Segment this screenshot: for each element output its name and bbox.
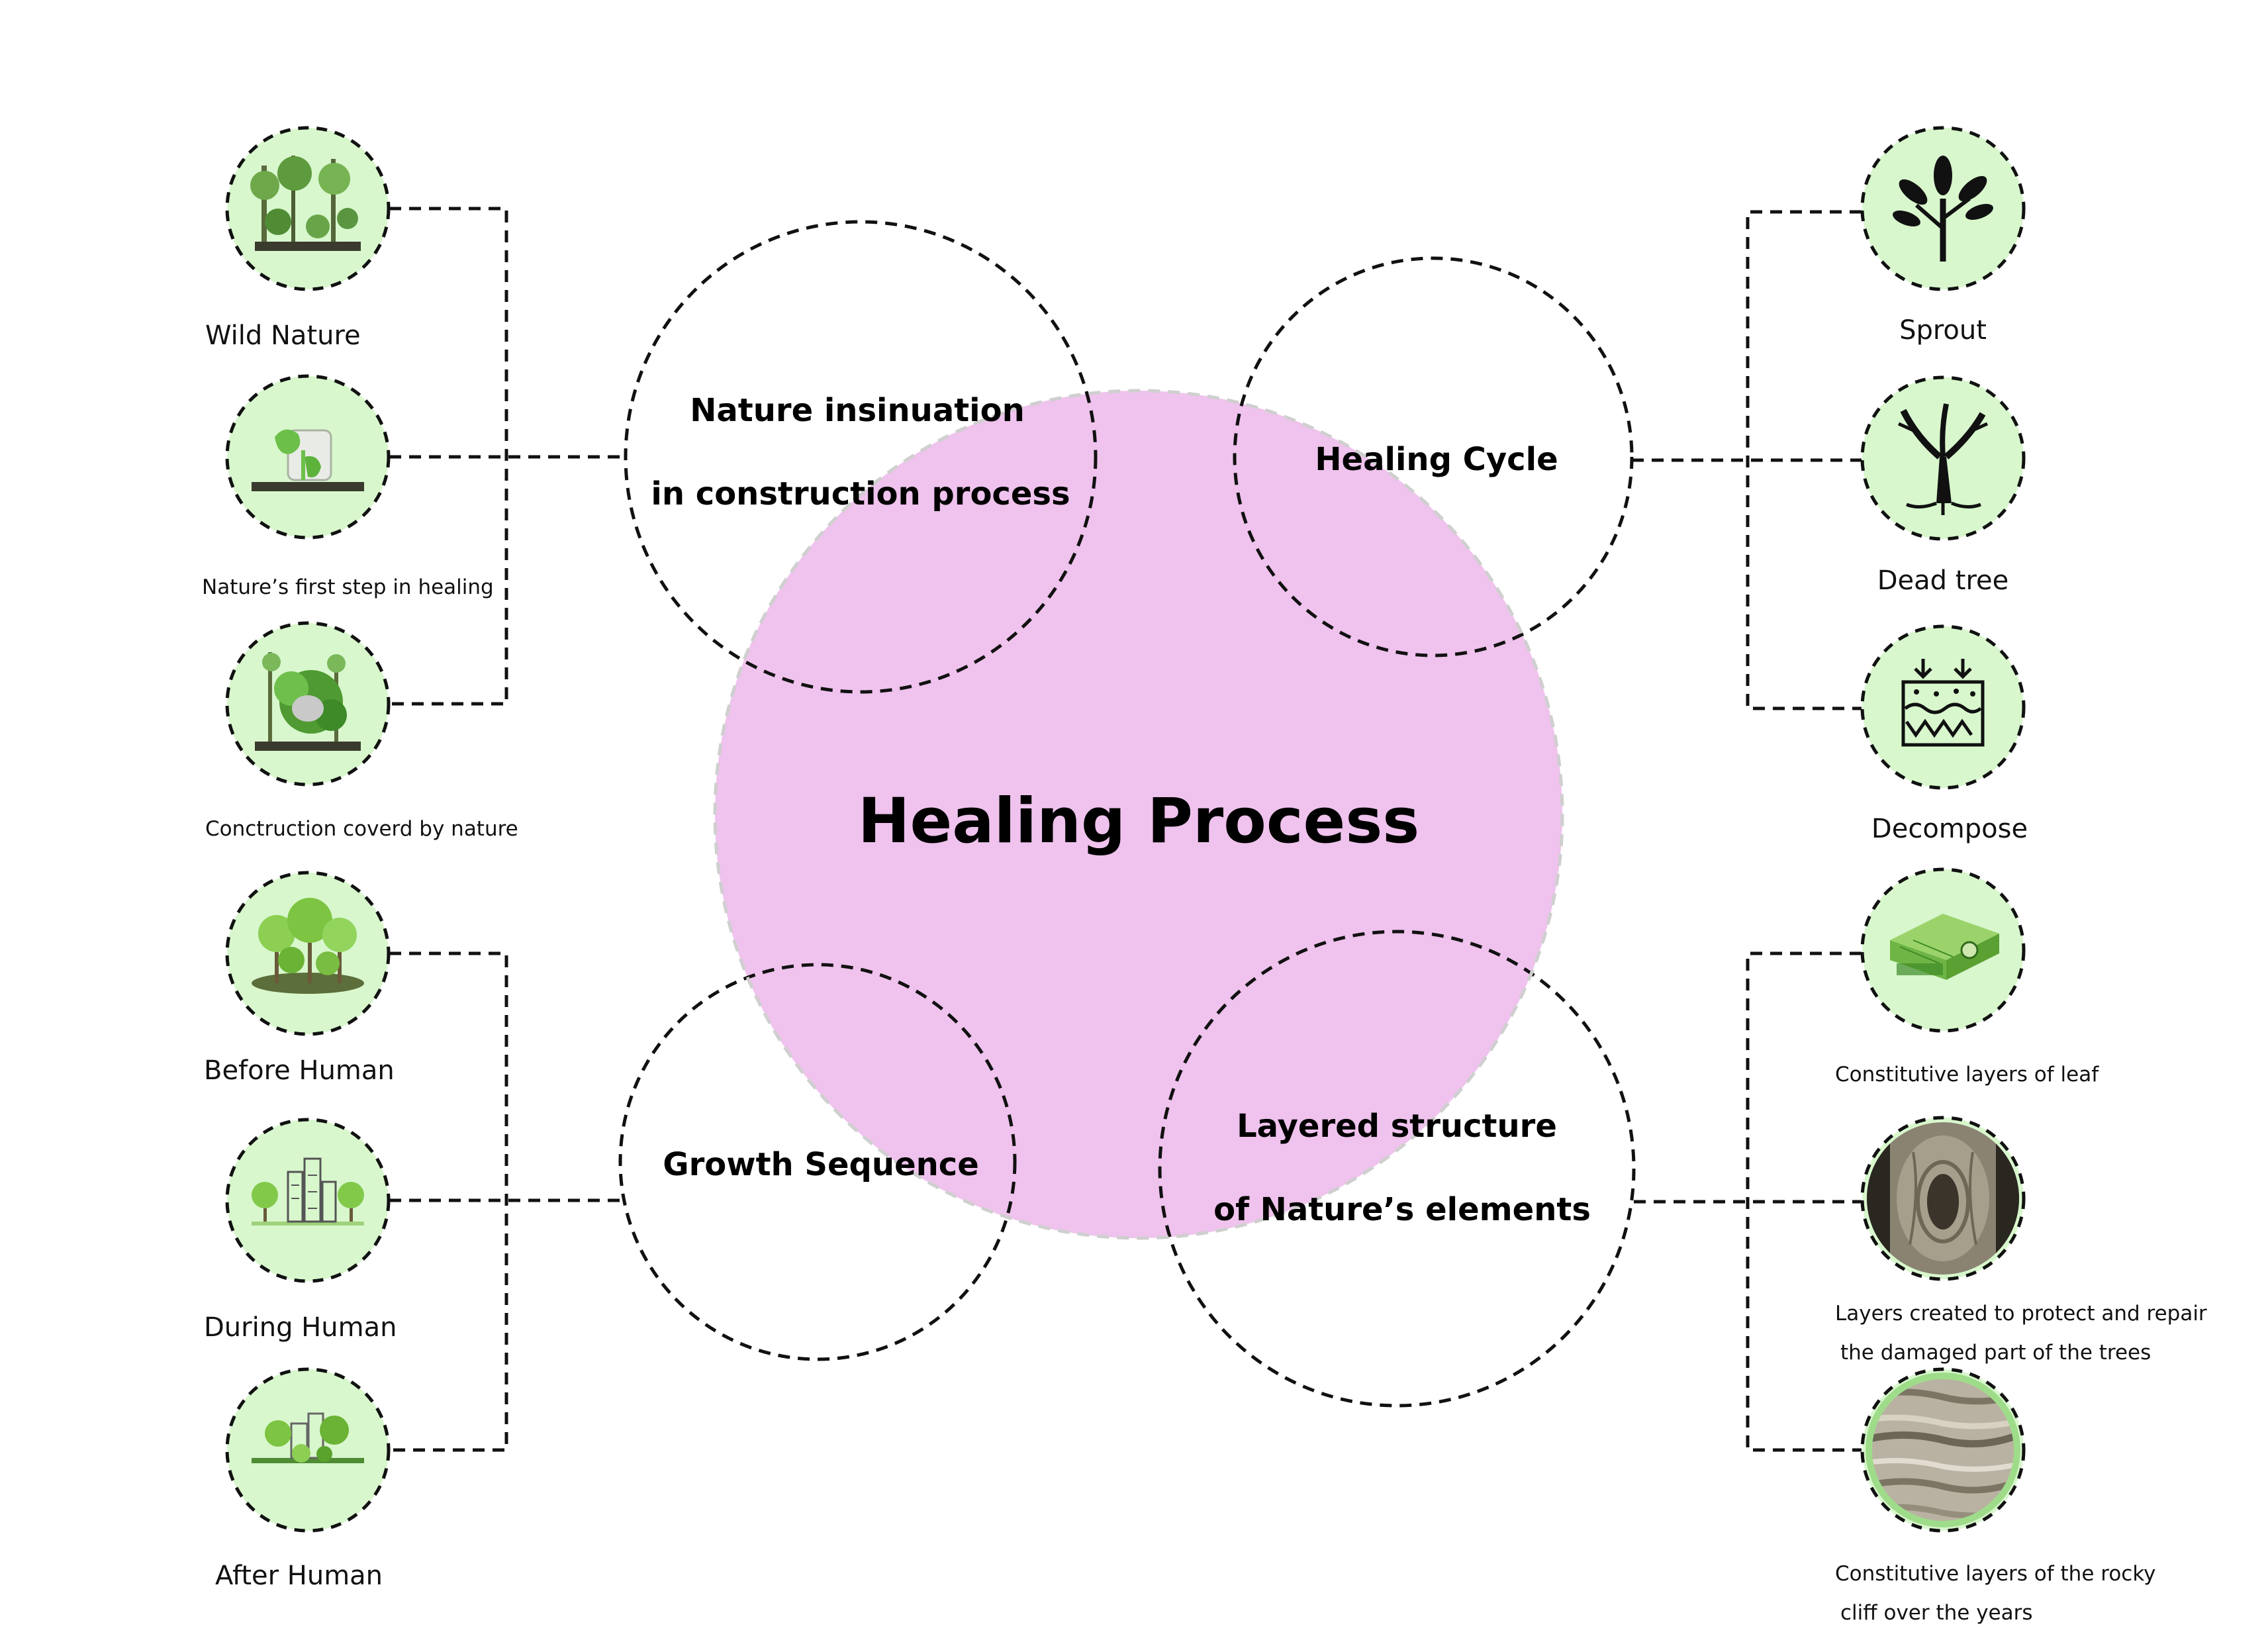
node-leaf-layers <box>1860 867 2026 1033</box>
node-rock-layers <box>1860 1367 2026 1533</box>
leaf-cross-section-icon <box>1890 914 1999 980</box>
wild-nature-label: Wild Nature <box>205 320 361 351</box>
first-step-label: Nature’s first step in healing <box>202 575 494 599</box>
wild-nature-photo-icon <box>250 156 361 251</box>
category-growth-sequence <box>618 963 1017 1361</box>
right-top-connectors <box>1632 210 1862 710</box>
nature-insinuation-label-line2: in construction process <box>651 475 1070 512</box>
node-construction-covered <box>225 621 391 787</box>
category-healing-cycle <box>1233 256 1634 657</box>
leaf-layers-label: Constitutive layers of leaf <box>1835 1063 2099 1087</box>
node-first-step-healing <box>225 374 391 540</box>
node-dead-tree <box>1860 375 2026 541</box>
node-wild-nature <box>225 126 391 291</box>
node-after-human <box>225 1367 391 1533</box>
node-during-human <box>225 1118 391 1283</box>
after-human-ruins-icon <box>252 1412 364 1463</box>
dead-tree-label: Dead tree <box>1877 565 2009 596</box>
decompose-soil-icon <box>1901 659 1985 747</box>
center-title: Healing Process <box>858 785 1419 857</box>
construction-covered-label: Conctruction coverd by nature <box>205 817 518 841</box>
decompose-label: Decompose <box>1871 814 2028 844</box>
left-bottom-connectors <box>389 951 620 1452</box>
left-top-connectors <box>389 207 626 706</box>
rock-layers-label-line2: cliff over the years <box>1840 1601 2033 1625</box>
center-circle-outline <box>713 389 1564 1240</box>
after-human-label: After Human <box>215 1561 383 1591</box>
healing-cycle-label: Healing Cycle <box>1315 441 1558 478</box>
layered-structure-label-line1: Layered structure <box>1237 1108 1557 1145</box>
category-layered-structure <box>1158 930 1636 1408</box>
tree-layers-label-line2: the damaged part of the trees <box>1840 1341 2151 1365</box>
node-tree-layers <box>1860 1116 2026 1281</box>
growth-sequence-label: Growth Sequence <box>663 1146 979 1183</box>
construction-covered-photo-icon <box>255 652 361 751</box>
during-human-label: During Human <box>204 1312 397 1343</box>
before-human-label: Before Human <box>204 1055 395 1086</box>
rock-layers-label-line1: Constitutive layers of the rocky <box>1835 1562 2156 1586</box>
center-circle <box>715 391 1562 1238</box>
node-before-human <box>225 871 391 1036</box>
during-human-city-icon <box>252 1157 364 1226</box>
category-nature-insinuation <box>624 220 1098 694</box>
node-decompose <box>1860 624 2026 790</box>
right-bottom-connectors <box>1634 951 1862 1452</box>
first-step-healing-photo-icon <box>252 429 364 491</box>
node-sprout <box>1860 126 2026 291</box>
tree-layers-label-line1: Layers created to protect and repair <box>1835 1302 2207 1326</box>
sprout-tree-icon <box>1893 156 1993 262</box>
nature-insinuation-label-line1: Nature insinuation <box>690 392 1025 429</box>
layered-structure-label-line2: of Nature’s elements <box>1213 1191 1591 1228</box>
dead-tree-icon <box>1897 403 1989 515</box>
sprout-label: Sprout <box>1899 315 1987 346</box>
before-human-trees-icon <box>252 898 364 994</box>
